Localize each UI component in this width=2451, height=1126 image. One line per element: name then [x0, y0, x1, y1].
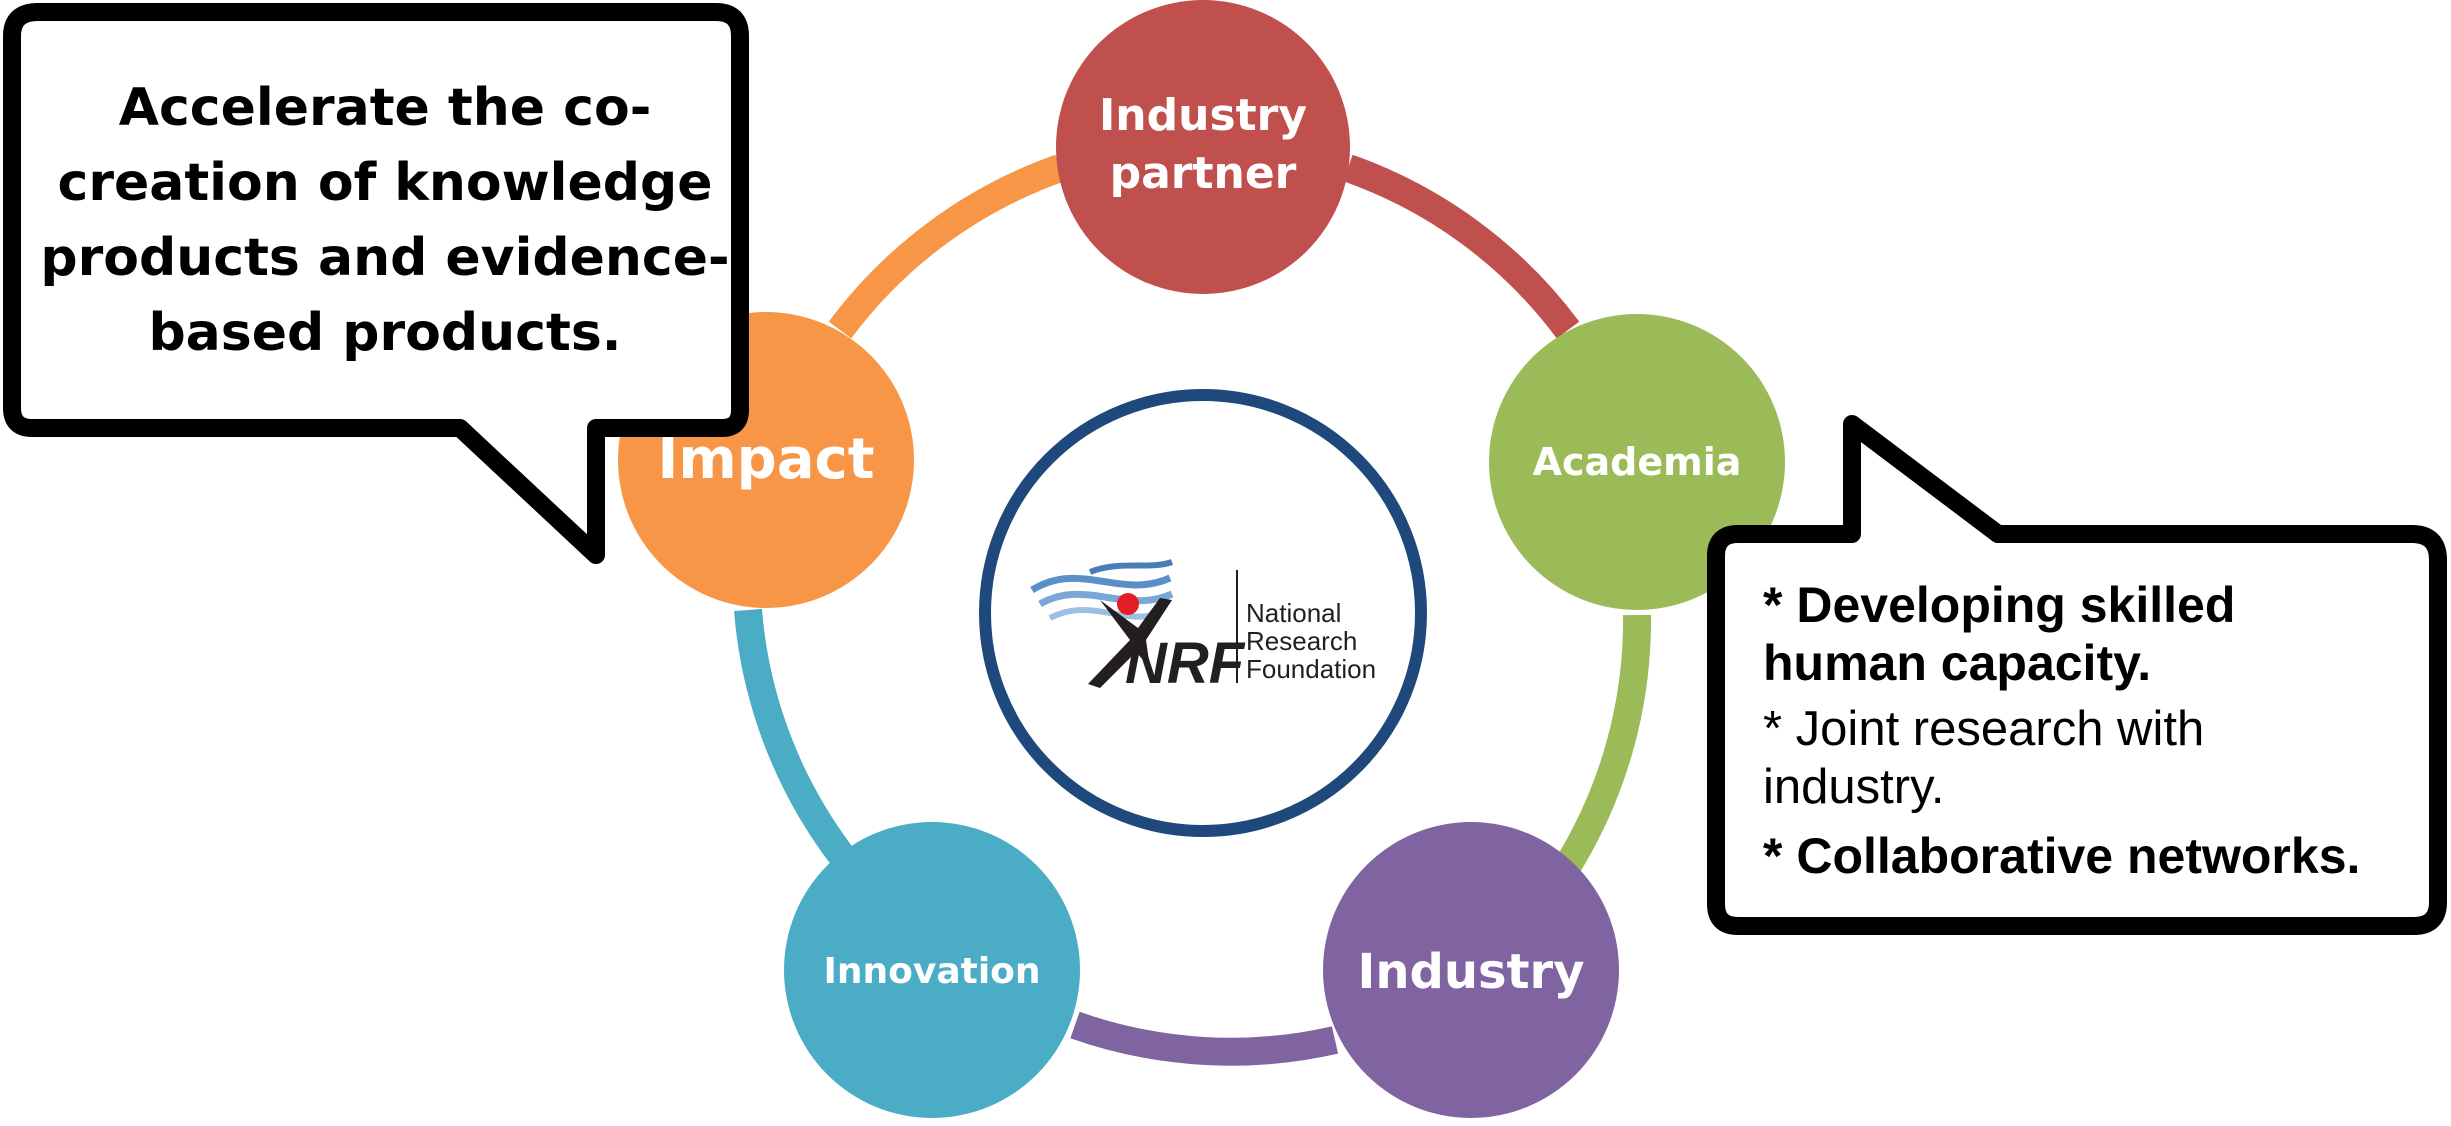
center-ring: [979, 389, 1427, 837]
arc-innovation-to-impact: [734, 608, 857, 869]
node-impact-label: Impact: [657, 427, 874, 492]
left-callout: Accelerate the co- creation of knowledge…: [3, 3, 749, 564]
left-callout-line1: Accelerate the co-: [119, 78, 652, 138]
node-industry-label: Industry: [1357, 944, 1584, 1000]
logo-swoosh-4: [1088, 559, 1174, 575]
arc-industry-to-innovation: [1070, 1011, 1339, 1066]
node-academia-label: Academia: [1533, 440, 1742, 484]
logo-name-line3: Foundation: [1246, 654, 1376, 684]
logo-head-icon: [1117, 593, 1139, 615]
left-callout-line3: products and evidence-: [40, 228, 729, 288]
arc-academia-to-industry: [1556, 614, 1652, 873]
node-innovation-circle: [784, 822, 1080, 1118]
right-callout-item1-line1: * Developing skilled: [1763, 577, 2235, 633]
right-callout-bubble: [1707, 415, 2447, 935]
right-callout-item2-line2: industry.: [1763, 760, 1945, 814]
right-callout-item3: * Collaborative networks.: [1763, 828, 2360, 884]
center-logo: NRF National Research Foundation: [979, 389, 1427, 837]
left-callout-line2: creation of knowledge: [58, 153, 713, 213]
arc-industry-partner-to-academia: [1343, 154, 1580, 339]
right-callout-item2-line1: * Joint research with: [1763, 702, 2204, 756]
logo-abbr: NRF: [1125, 631, 1246, 696]
logo-name-line2: Research: [1246, 626, 1357, 656]
node-industry-partner: Industry partner: [1056, 0, 1350, 294]
left-callout-line4: based products.: [148, 303, 621, 363]
node-academia-circle: [1489, 314, 1785, 610]
arc-impact-to-industry-partner: [828, 154, 1065, 339]
node-innovation-label: Innovation: [823, 951, 1040, 992]
node-industry-partner-label-line1: Industry: [1099, 90, 1307, 141]
connector-ring: [734, 154, 1652, 1066]
logo-figure-icon: [1088, 598, 1172, 688]
node-industry-partner-circle: [1056, 0, 1350, 294]
logo-name-line1: National: [1246, 598, 1341, 628]
node-industry-partner-label-line2: partner: [1110, 148, 1297, 199]
right-callout: * Developing skilled human capacity. * J…: [1707, 415, 2447, 935]
node-industry-circle: [1323, 822, 1619, 1118]
right-callout-item1-line2: human capacity.: [1763, 635, 2151, 691]
logo-swoosh-1: [1030, 574, 1172, 594]
node-academia: Academia: [1489, 314, 1785, 610]
logo-swoosh-2: [1038, 590, 1174, 608]
left-callout-bubble: [3, 3, 749, 564]
node-innovation: Innovation: [784, 822, 1080, 1118]
nrf-logo: NRF National Research Foundation: [1030, 559, 1376, 696]
node-industry: Industry: [1323, 822, 1619, 1118]
